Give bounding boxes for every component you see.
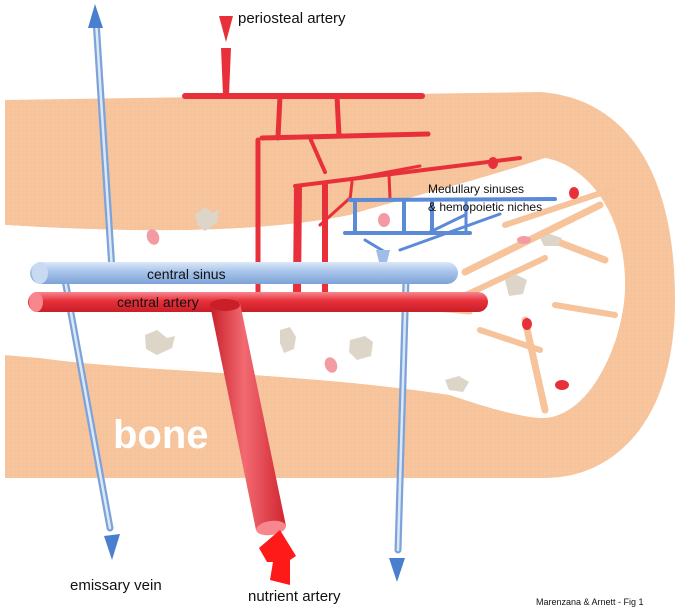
central-artery — [28, 292, 488, 312]
central-sinus — [30, 262, 458, 284]
emissary-vein-right — [389, 276, 410, 582]
bone-label: bone — [113, 413, 209, 457]
periosteal-artery-network — [182, 16, 522, 295]
medullary-sinus-network — [343, 197, 557, 254]
arrow-down-icon — [104, 534, 120, 560]
emissary-vein-label: emissary vein — [70, 577, 162, 594]
hemopoietic-niches-label: & hemopoietic niches — [428, 200, 542, 214]
emissary-vein-lower-left — [61, 276, 120, 560]
medullary-sinuses-label: Medullary sinuses — [428, 182, 524, 196]
nutrient-artery-label: nutrient artery — [248, 588, 341, 605]
bone-shape — [5, 92, 675, 478]
adipocytes — [145, 207, 562, 392]
arrow-up-icon — [88, 4, 103, 28]
emissary-vein-left — [88, 4, 116, 274]
central-sinus-label: central sinus — [147, 266, 226, 282]
nutrient-artery — [210, 299, 296, 585]
arrow-down-icon — [219, 16, 233, 42]
arrow-down-icon — [389, 558, 405, 582]
central-artery-label: central artery — [117, 294, 199, 310]
arrow-up-icon — [259, 530, 296, 585]
periosteal-artery-label: periosteal artery — [238, 10, 346, 27]
figure-credit: Marenzana & Arnett - Fig 1 — [536, 597, 644, 607]
